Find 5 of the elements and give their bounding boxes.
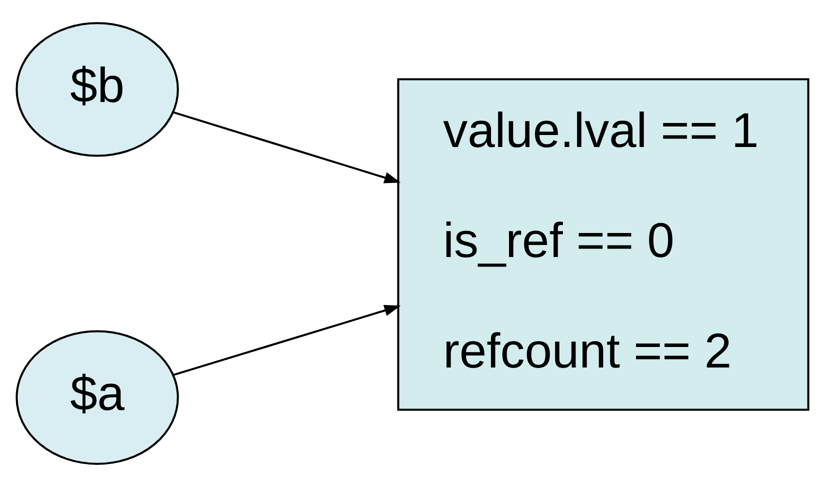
arrow (173, 110, 401, 183)
node-ellipse: $b (16, 22, 179, 156)
node-box: value.lval == 1 is_ref == 0 refcount == 2 (397, 78, 810, 410)
node-ellipse: $a (16, 330, 179, 464)
arrow (173, 304, 401, 376)
